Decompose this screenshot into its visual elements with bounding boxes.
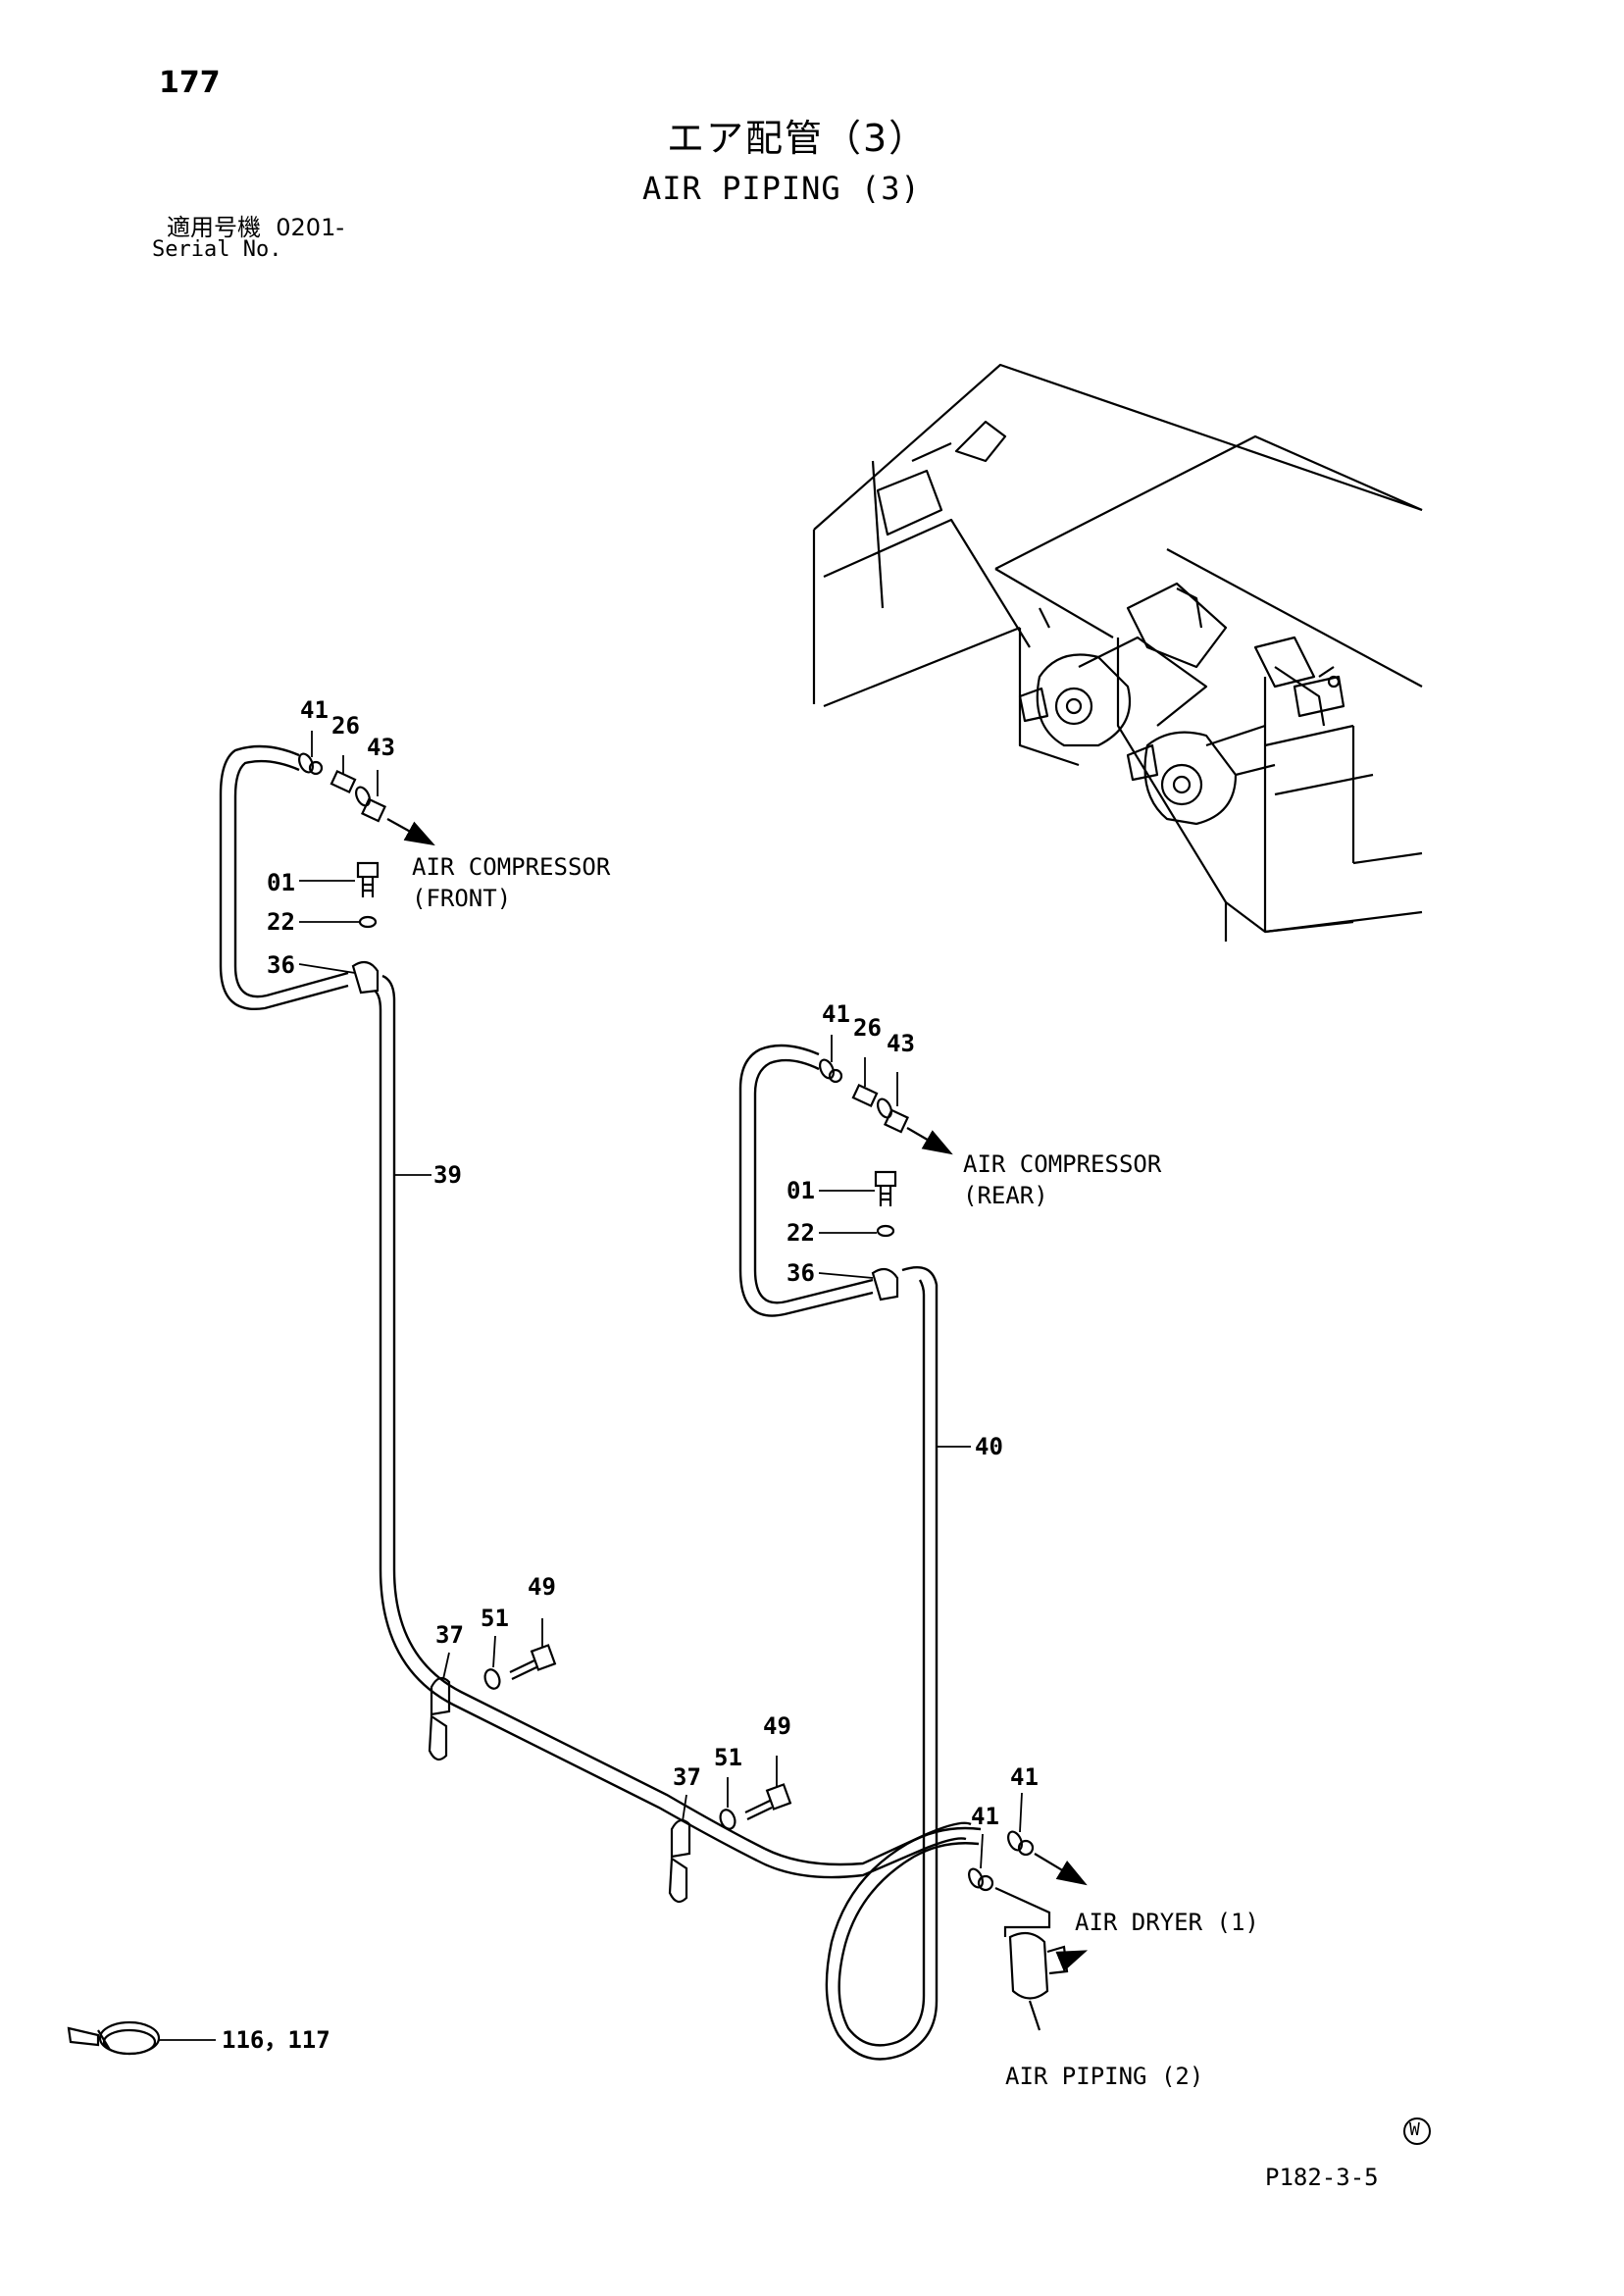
- page-title-jp: エア配管（3）: [667, 117, 929, 160]
- serial-label-jp: 適用号機: [167, 214, 261, 241]
- clamp-set-2: [668, 1783, 792, 1904]
- callout-rear-22: 22: [787, 1219, 815, 1247]
- callout-clamp1-49: 49: [528, 1573, 556, 1601]
- rear-clamp-set: [871, 1170, 899, 1301]
- w-mark-letter: W: [1409, 2119, 1420, 2140]
- callout-clamp2-49: 49: [763, 1712, 791, 1740]
- dest-front-line2: (FRONT): [412, 885, 512, 912]
- rear-fittings: [819, 1058, 953, 1155]
- hose-band-icon: [67, 2020, 161, 2056]
- callout-dryer-41b: 41: [1010, 1763, 1039, 1791]
- dest-front-line1: AIR COMPRESSOR: [412, 853, 611, 881]
- front-clamp-set: [351, 861, 380, 995]
- dest-air-dryer: AIR DRYER (1): [1075, 1909, 1259, 1936]
- callout-pipe-39: 39: [433, 1161, 462, 1189]
- page-title-en: AIR PIPING (3): [642, 170, 921, 207]
- callout-front-01: 01: [267, 869, 295, 896]
- callout-rear-36: 36: [787, 1259, 815, 1287]
- clamp-set-1: [428, 1644, 557, 1761]
- callout-rear-26: 26: [853, 1014, 882, 1042]
- pipe-39: [219, 744, 972, 1879]
- machine-body-illustration: [812, 363, 1423, 942]
- dryer-fittings: [968, 1830, 1089, 2031]
- callout-clamp1-51: 51: [481, 1605, 509, 1632]
- drawing-code: P182-3-5: [1265, 2164, 1379, 2191]
- front-fittings: [298, 752, 435, 846]
- w-mark-circle: [1403, 2117, 1431, 2145]
- dest-rear-line2: (REAR): [963, 1182, 1048, 1209]
- serial-row: 適用号機 0201-: [167, 216, 344, 239]
- page-number: 177: [159, 66, 221, 100]
- callout-rear-01: 01: [787, 1177, 815, 1204]
- pipe-40: [738, 1044, 982, 2061]
- dest-air-piping-2: AIR PIPING (2): [1005, 2063, 1204, 2090]
- callout-front-22: 22: [267, 908, 295, 936]
- callout-rear-41: 41: [822, 1000, 850, 1028]
- callout-front-26: 26: [331, 712, 360, 740]
- callout-front-36: 36: [267, 951, 295, 979]
- callout-hose-band: 116，117: [222, 2026, 330, 2054]
- serial-label-en: Serial No.: [152, 237, 282, 262]
- callout-dryer-41a: 41: [971, 1803, 999, 1830]
- callout-rear-43: 43: [887, 1030, 915, 1057]
- callout-clamp2-37: 37: [673, 1763, 701, 1791]
- callout-clamp2-51: 51: [714, 1744, 742, 1771]
- callout-front-41: 41: [300, 696, 329, 724]
- callout-clamp1-37: 37: [435, 1621, 464, 1649]
- serial-value: 0201-: [276, 214, 345, 241]
- callout-front-43: 43: [367, 734, 395, 761]
- dest-rear-line1: AIR COMPRESSOR: [963, 1150, 1162, 1178]
- leader-lines: [159, 731, 1023, 2041]
- callout-pipe-40: 40: [975, 1433, 1003, 1460]
